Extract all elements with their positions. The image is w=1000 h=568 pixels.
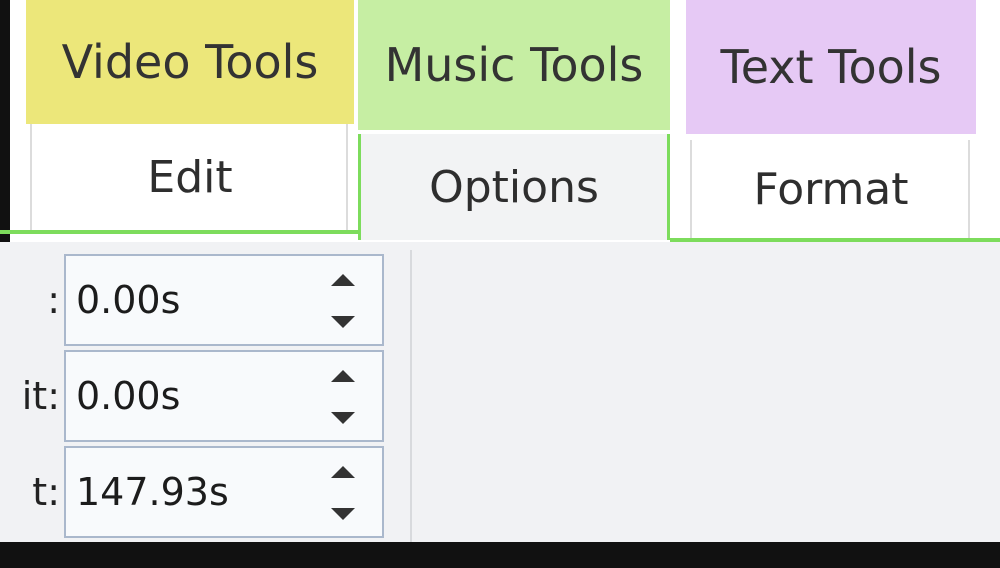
spin-arrows[interactable] <box>328 362 358 432</box>
chevron-down-icon[interactable] <box>331 316 355 328</box>
end-point-stepper[interactable]: 147.93s <box>64 446 384 538</box>
active-tab-underline <box>670 238 1000 242</box>
end-point-label: t: <box>32 470 60 514</box>
fade-in-label: it: <box>21 374 60 418</box>
chevron-up-icon[interactable] <box>331 274 355 286</box>
spin-arrows[interactable] <box>328 458 358 528</box>
start-time-label: : <box>47 278 60 322</box>
tab-divider <box>968 140 970 238</box>
group-separator <box>410 250 412 542</box>
tab-divider <box>690 140 692 238</box>
music-tools-header: Music Tools <box>358 0 670 130</box>
spin-arrows[interactable] <box>328 266 358 336</box>
music-tools-group: Music Tools Options <box>358 0 670 560</box>
tab-options[interactable]: Options <box>358 134 670 240</box>
text-tools-group: Text Tools Format <box>686 0 976 244</box>
start-time-stepper[interactable]: 0.00s <box>64 254 384 346</box>
end-point-value[interactable]: 147.93s <box>76 470 229 514</box>
tab-divider <box>30 124 32 230</box>
video-tools-group: Video Tools Edit <box>26 0 354 236</box>
chevron-down-icon[interactable] <box>331 412 355 424</box>
active-tab-underline <box>0 230 360 234</box>
start-time-value[interactable]: 0.00s <box>76 278 181 322</box>
chevron-up-icon[interactable] <box>331 466 355 478</box>
window-edge-bottom <box>0 542 1000 568</box>
chevron-down-icon[interactable] <box>331 508 355 520</box>
tab-edit[interactable]: Edit <box>26 124 354 230</box>
video-tools-header: Video Tools <box>26 0 354 124</box>
start-point-stepper[interactable]: 0.00s <box>64 350 384 442</box>
tab-format[interactable]: Format <box>686 140 976 238</box>
tab-divider <box>346 124 348 230</box>
chevron-up-icon[interactable] <box>331 370 355 382</box>
start-point-value[interactable]: 0.00s <box>76 374 181 418</box>
text-tools-header: Text Tools <box>686 0 976 134</box>
